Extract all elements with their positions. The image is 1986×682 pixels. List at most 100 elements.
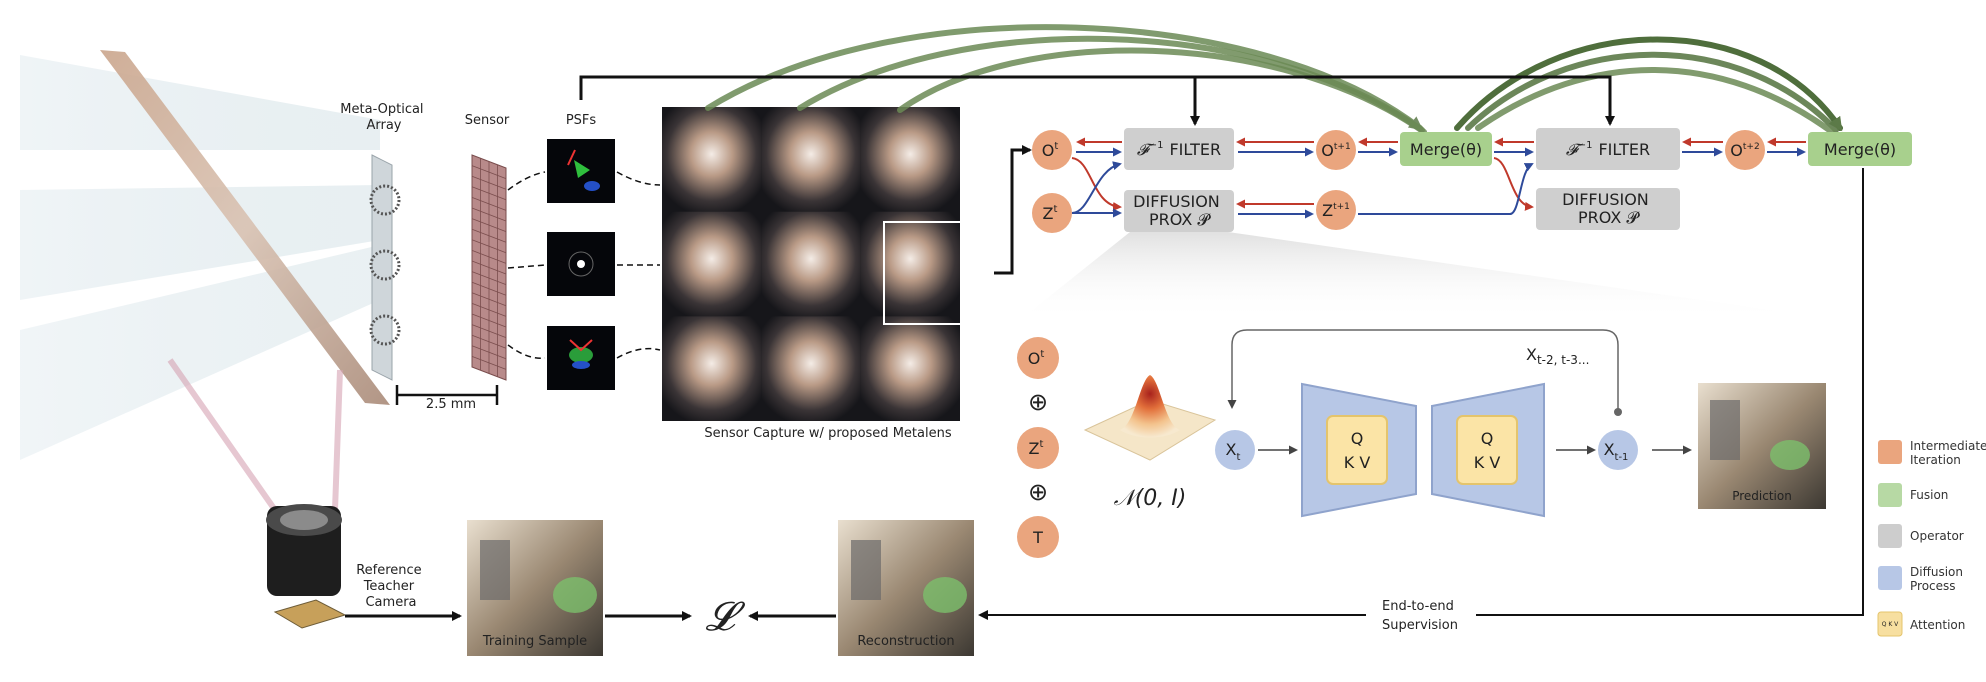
node-x-t-label: Xt <box>1226 440 1241 463</box>
legend: Intermediate Iteration Fusion Operator D… <box>1877 439 1986 637</box>
capture-tile <box>761 316 861 421</box>
capture-tile <box>662 316 762 421</box>
diffusion-box-1-label: DIFFUSION PROX 𝓟 <box>1133 192 1225 229</box>
oplus-1-icon: ⊕ <box>1028 388 1048 416</box>
psf-images <box>547 139 615 390</box>
detail-input-o <box>1017 337 1059 379</box>
attention-block-1 <box>1326 415 1388 485</box>
diffusion-box-2-label: DIFFUSION PROX 𝓟 <box>1562 190 1654 227</box>
training-sample-label: Training Sample <box>482 634 587 649</box>
node-z-t1-label: Zt+1 <box>1322 201 1350 220</box>
light-beam-top <box>20 55 380 150</box>
legend-swatch-intermediate <box>1878 440 1902 464</box>
pipeline-arrows <box>1071 137 1806 219</box>
attention-block-2-q: Q <box>1481 429 1494 448</box>
capture-tile <box>860 211 960 317</box>
teacher-label: Reference Teacher Camera <box>356 563 426 610</box>
loss-symbol: 𝓛 <box>705 594 745 640</box>
supervision-line-right <box>1476 168 1864 616</box>
detail-input-o-label: Ot <box>1028 349 1045 368</box>
capture-tile <box>761 107 861 212</box>
merge-skip-arrow-3 <box>897 47 1427 135</box>
detail-input-z-label: Zt <box>1029 439 1044 458</box>
capture-tile <box>860 316 960 421</box>
merge-skip-arrow-1 <box>705 24 1424 131</box>
legend-attention-icon-text: Q K V <box>1882 621 1899 628</box>
node-z-t-label: Zt <box>1043 204 1058 223</box>
oplus-2-icon: ⊕ <box>1028 478 1048 506</box>
merge-skip-arrow-4 <box>1454 36 1843 132</box>
merge-box-2-label: Merge(θ) <box>1824 140 1896 159</box>
node-o-t1-label: Ot+1 <box>1321 141 1350 160</box>
node-x-t1 <box>1598 430 1638 470</box>
merge-box-1-label: Merge(θ) <box>1410 140 1482 159</box>
distance-label: 2.5 mm <box>426 397 476 412</box>
capture-tile <box>662 107 762 212</box>
legend-label-attention: Attention <box>1910 618 1965 632</box>
history-feedback-arrow <box>1227 329 1619 412</box>
teacher-ray-left <box>167 358 278 512</box>
history-label: Xt-2, t-3... <box>1526 345 1589 367</box>
detail-input-t <box>1017 516 1059 558</box>
capture-tile <box>860 107 960 212</box>
node-o-t1 <box>1316 130 1356 170</box>
psf-feed-line <box>579 75 1615 126</box>
bottom-row: Reference Teacher Camera Training Sample… <box>266 168 1864 656</box>
node-o-t2-label: Ot+2 <box>1730 141 1759 160</box>
scene-glass-plate <box>100 50 390 405</box>
merge-box-2 <box>1808 132 1912 166</box>
filter-box-1 <box>1124 128 1234 170</box>
capture-crop-highlight <box>883 221 993 325</box>
capture-caption: Sensor Capture w/ proposed Metalens <box>704 426 951 441</box>
optics-scene: Meta-Optical Array Sensor 2.5 mm PSFs <box>20 50 661 512</box>
teacher-camera <box>266 504 347 629</box>
metalens-1-icon <box>369 184 401 216</box>
sensor-capture: Sensor Capture w/ proposed Metalens <box>662 107 993 441</box>
node-o-t-label: Ot <box>1042 141 1059 160</box>
capture-tile <box>761 211 861 317</box>
sensor-grid <box>471 154 507 381</box>
node-z-t1 <box>1316 190 1356 230</box>
legend-label-operator: Operator <box>1910 529 1964 543</box>
attention-block-1-q: Q <box>1351 429 1364 448</box>
capture-to-pipeline-arrow <box>994 145 1032 275</box>
sensor-label: Sensor <box>465 113 510 128</box>
legend-swatch-attention <box>1877 611 1903 637</box>
legend-label-fusion: Fusion <box>1910 488 1948 502</box>
legend-label-intermediate: Intermediate Iteration <box>1910 439 1986 467</box>
meta-optical-array <box>369 154 401 381</box>
legend-swatch-diffusion <box>1878 566 1902 590</box>
detail-input-z <box>1017 427 1059 469</box>
attention-block-1-kv: K V <box>1344 453 1371 472</box>
node-o-t2 <box>1725 130 1765 170</box>
metalens-3-icon <box>369 314 401 346</box>
reconstruction-label: Reconstruction <box>857 634 954 649</box>
legend-swatch-fusion <box>1878 483 1902 507</box>
attention-block-2-kv: K V <box>1474 453 1501 472</box>
capture-tile <box>662 211 762 317</box>
psf-dashed-links <box>507 171 661 359</box>
psfs-label: PSFs <box>566 113 597 128</box>
node-z-t <box>1032 193 1072 233</box>
attention-block-2 <box>1456 415 1518 485</box>
prediction-label: Prediction <box>1732 489 1792 503</box>
merge-skip-arrow-6 <box>1475 67 1835 135</box>
node-o-t <box>1032 130 1072 170</box>
diffusion-detail: Ot ⊕ Zt ⊕ T 𝒩(0, I) Xt Q K V Q K V Xt-1 … <box>1017 232 1840 558</box>
light-beam-middle <box>20 185 380 300</box>
teacher-ray-right <box>332 369 343 511</box>
merge-skip-arrow-5 <box>1465 51 1839 133</box>
node-x-t <box>1215 430 1255 470</box>
diffusion-box-1 <box>1124 190 1234 232</box>
merge-box-1 <box>1400 132 1492 166</box>
node-x-t1-label: Xt-1 <box>1604 440 1629 463</box>
detail-input-t-label: T <box>1032 528 1043 547</box>
metalens-2-icon <box>369 249 401 281</box>
history-feedback-dot <box>1614 408 1622 416</box>
filter-box-2 <box>1536 128 1680 170</box>
